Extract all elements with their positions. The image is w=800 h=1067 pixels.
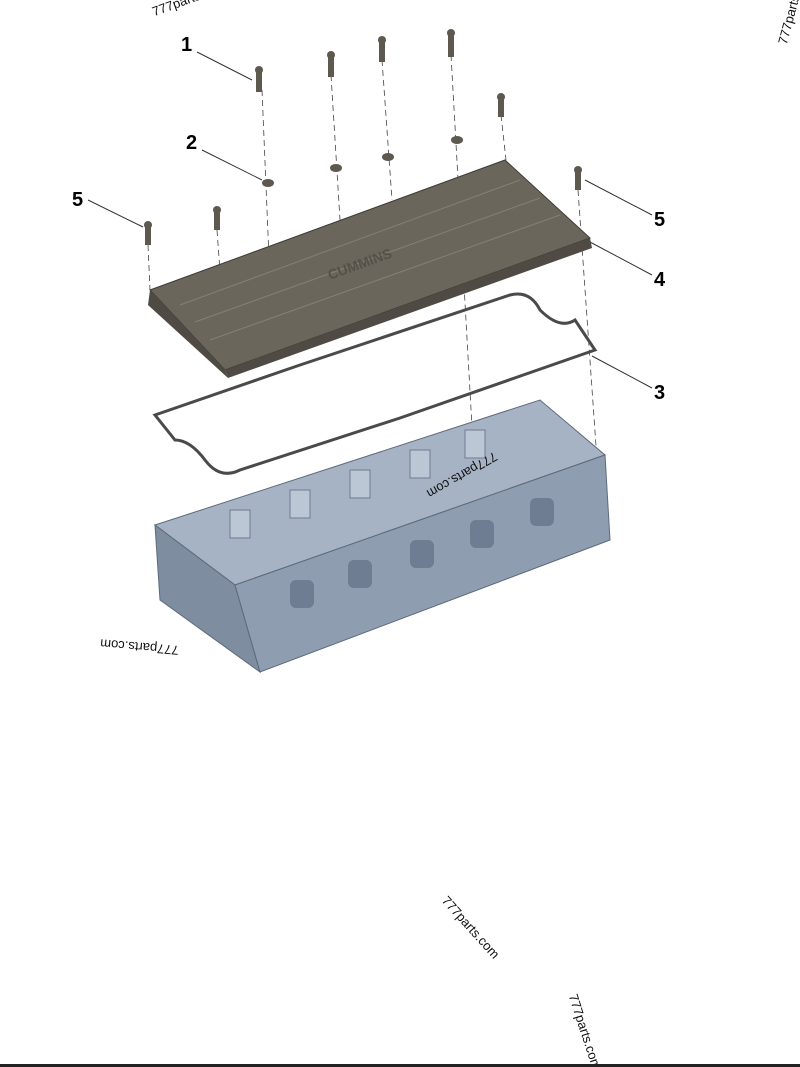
cylinder-head <box>153 399 611 674</box>
bolts <box>144 29 582 245</box>
callout-5-left: 5 <box>72 189 84 211</box>
callout-1: 1 <box>181 34 193 56</box>
leader-lines <box>87 51 653 389</box>
callout-4: 4 <box>654 269 666 291</box>
callout-2: 2 <box>186 132 198 154</box>
washers <box>262 136 463 187</box>
callout-3: 3 <box>654 382 666 404</box>
gasket <box>152 292 598 475</box>
bottom-border <box>0 1064 800 1067</box>
valve-cover: CUMMINS <box>148 159 592 378</box>
callout-5-right: 5 <box>654 209 666 231</box>
